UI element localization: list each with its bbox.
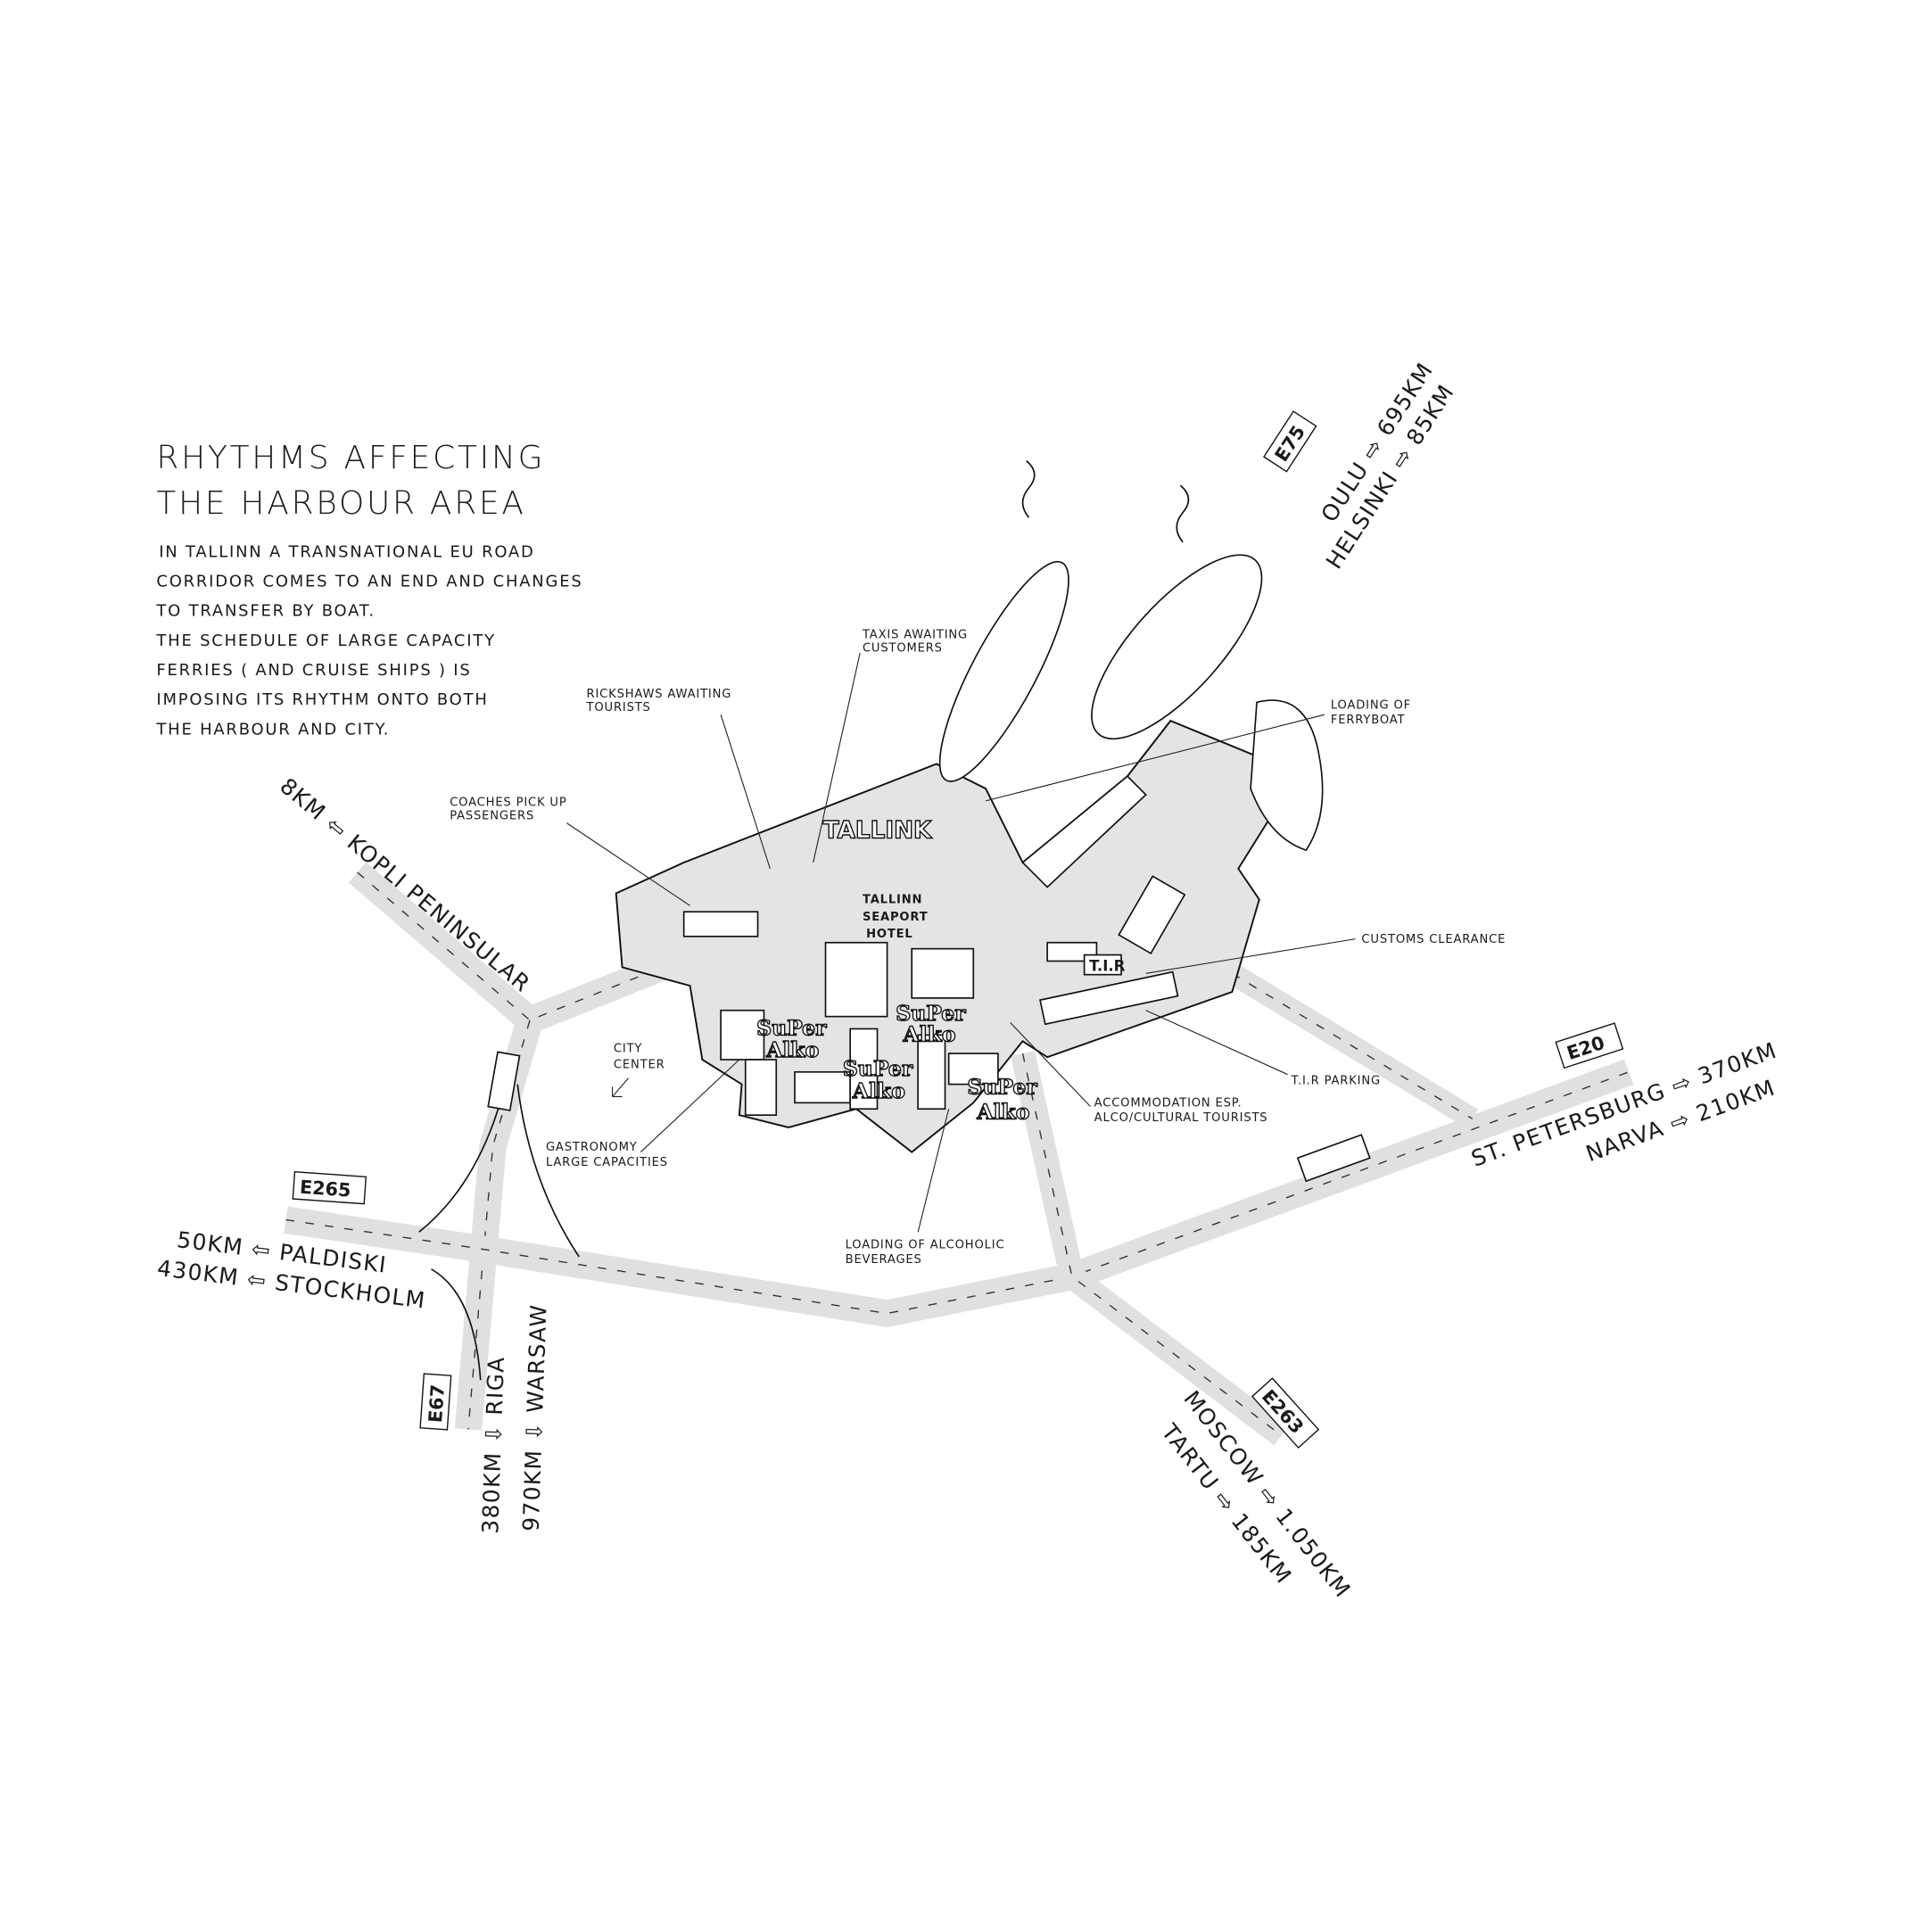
building <box>917 1034 946 1110</box>
super-alko-text: Alko <box>852 1078 905 1103</box>
hotel-label: TALLINN <box>863 894 922 907</box>
coach-bay <box>682 911 759 937</box>
road-e263 <box>1011 1051 1289 1446</box>
loading-ferry-annotation: FERRYBOAT <box>1331 714 1406 727</box>
super-alko-text: SuPer <box>967 1075 1037 1100</box>
annotations: TAXIS AWAITING CUSTOMERS RICKSHAWS AWAIT… <box>450 629 1506 1267</box>
super-alko-sign: SuPer Alko <box>967 1074 1038 1125</box>
ferry-ship-right <box>1091 484 1263 740</box>
tallink-label: TALLINK <box>823 817 933 844</box>
description-line: TO TRANSFER BY BOAT. <box>155 602 375 621</box>
building <box>720 1009 765 1061</box>
e20-sign-text: E20 <box>1565 1032 1607 1064</box>
e265-sign-text: E265 <box>299 1177 351 1201</box>
taxis-annotation: CUSTOMERS <box>863 642 943 656</box>
ferry-ship-left <box>938 459 1069 782</box>
super-alko-text: SuPer <box>896 1001 966 1026</box>
title-line-2: THE HARBOUR AREA <box>156 485 525 522</box>
taxis-annotation: TAXIS AWAITING <box>862 629 968 642</box>
customs-annotation: CUSTOMS CLEARANCE <box>1361 933 1506 946</box>
accommodation-annotation: ACCOMMODATION ESP. <box>1094 1096 1243 1110</box>
building <box>947 1053 999 1086</box>
super-alko-text: Alko <box>903 1021 956 1046</box>
building <box>794 1070 851 1104</box>
customs-building <box>1118 875 1186 954</box>
title-block: RHYTHMS AFFECTING THE HARBOUR AREA IN TA… <box>155 440 582 739</box>
map-labels: TALLINK TALLINN SEAPORT HOTEL T.I.R SuPe… <box>755 817 1126 1125</box>
e67-direction: 380KM ⇩ RIGA <box>477 1356 509 1534</box>
accommodation-annotation: ALCO/CULTURAL TOURISTS <box>1094 1111 1268 1125</box>
super-alko-sign: SuPer Alko <box>896 1000 967 1047</box>
description-line: THE SCHEDULE OF LARGE CAPACITY <box>155 632 495 650</box>
description-line: FERRIES ( AND CRUISE SHIPS ) IS <box>156 661 471 680</box>
building <box>849 1028 879 1110</box>
loading-alcohol-annotation: BEVERAGES <box>846 1253 922 1267</box>
e67-sign-text: E67 <box>425 1383 449 1424</box>
e67-sign: E67 <box>419 1373 452 1431</box>
hotel-building <box>824 941 888 1018</box>
title-line-1: RHYTHMS AFFECTING <box>156 440 545 476</box>
super-alko-sign: SuPer Alko <box>842 1055 913 1103</box>
tir-parking-trucks <box>1039 970 1179 1026</box>
e75-sign: E75 <box>1262 410 1317 473</box>
super-alko-text: Alko <box>765 1037 819 1062</box>
city-center-arrow-icon <box>611 1077 629 1097</box>
road-customs-link <box>1226 963 1479 1128</box>
breakwater-rocks <box>1250 699 1324 852</box>
super-alko-text: SuPer <box>756 1015 827 1040</box>
tir-sign-board <box>1083 954 1122 976</box>
tir-parking-annotation: T.I.R PARKING <box>1291 1075 1381 1088</box>
e20-sign: E20 <box>1555 1022 1624 1069</box>
building <box>744 1059 778 1116</box>
building <box>911 947 975 999</box>
coaches-annotation: PASSENGERS <box>450 810 534 823</box>
e67-direction: 970KM ⇩ WARSAW <box>518 1303 552 1532</box>
description-line: CORRIDOR COMES TO AN END AND CHANGES <box>156 573 582 591</box>
bus-icon <box>487 1051 521 1111</box>
loading-alcohol-annotation: LOADING OF ALCOHOLIC <box>846 1238 1005 1251</box>
description-line: IMPOSING ITS RHYTHM ONTO BOTH <box>156 690 488 709</box>
city-center-annotation: CITY <box>614 1043 643 1056</box>
super-alko-text: Alko <box>976 1099 1029 1124</box>
description-line: IN TALLINN A TRANSNATIONAL EU ROAD <box>159 542 534 561</box>
hotel-label: HOTEL <box>866 928 913 941</box>
super-alko-sign: SuPer Alko <box>755 1015 827 1063</box>
hotel-label: SEAPORT <box>863 911 929 924</box>
harbour-area <box>615 459 1324 1153</box>
road-e265 <box>284 1059 1634 1327</box>
description-line: THE HARBOUR AND CITY. <box>155 720 390 739</box>
ferry-pier <box>1021 775 1147 888</box>
rickshaws-annotation: RICKSHAWS AWAITING <box>587 688 732 701</box>
city-center-annotation: CENTER <box>614 1059 665 1072</box>
gastronomy-annotation: LARGE CAPACITIES <box>546 1156 668 1169</box>
e265-sign: E265 <box>292 1171 367 1205</box>
truck-icon <box>1296 1134 1371 1183</box>
leader-lines <box>566 653 1356 1233</box>
loading-ferry-annotation: LOADING OF <box>1331 698 1411 712</box>
gastronomy-annotation: GASTRONOMY <box>546 1141 638 1154</box>
coaches-annotation: COACHES PICK UP <box>450 796 566 809</box>
rickshaws-annotation: TOURISTS <box>586 701 651 714</box>
tir-label: T.I.R <box>1089 958 1126 975</box>
super-alko-text: SuPer <box>843 1056 913 1081</box>
